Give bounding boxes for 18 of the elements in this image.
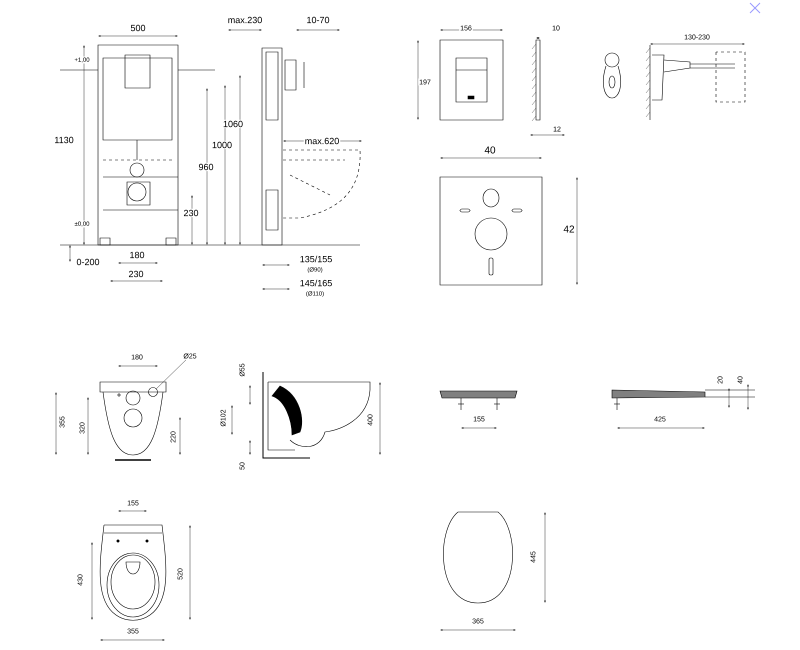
leader-line xyxy=(156,360,186,389)
dimension-label: 42 xyxy=(562,224,576,234)
dimension-label: max.620 xyxy=(304,136,340,146)
dimension-label: 10-70 xyxy=(306,16,331,24)
dimension-label: 145/165 xyxy=(298,278,334,288)
dimension-label: 180 xyxy=(128,250,146,260)
dimension-label: max.230 xyxy=(226,16,264,24)
dimension-label: 0-200 xyxy=(76,258,101,266)
dimension-label: 1000 xyxy=(211,140,234,150)
dimension-label: 40 xyxy=(483,145,497,155)
dimension-label: 230 xyxy=(182,208,200,218)
dimension-label: 960 xyxy=(198,162,215,172)
dimension-label: 1130 xyxy=(53,136,75,144)
mounting-hole xyxy=(148,387,158,397)
dimension-label: 135/155 xyxy=(298,254,334,264)
dimension-label: 500 xyxy=(130,24,147,32)
dimension-label: 230 xyxy=(128,270,145,278)
dimension-label: 1060 xyxy=(222,120,244,128)
